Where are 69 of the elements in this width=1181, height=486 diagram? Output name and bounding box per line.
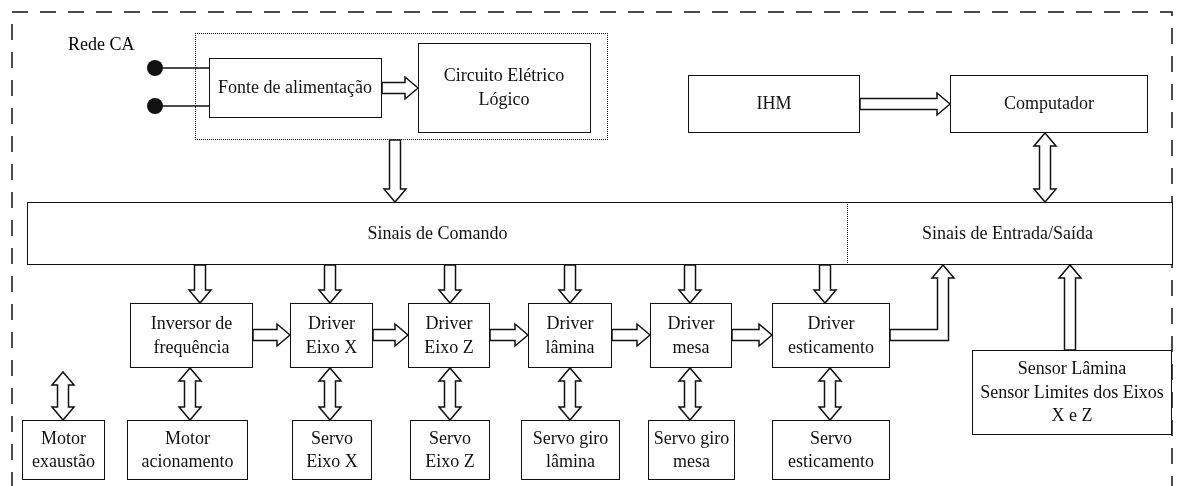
process-box: [688, 75, 860, 133]
process-box: [290, 303, 373, 368]
box-text: Motor exaustão: [31, 426, 96, 473]
group-box: [195, 33, 608, 140]
box-text: Driver mesa: [666, 312, 716, 359]
double-block-arrow: [177, 366, 203, 422]
process-box: [650, 303, 732, 368]
double-block-arrow: [817, 366, 843, 422]
block-arrow: [731, 322, 774, 348]
process-box: [127, 420, 248, 480]
process-box: [648, 420, 735, 480]
process-box: [521, 420, 620, 480]
process-box: [950, 75, 1148, 133]
box-text: Circuito Elétrico Lógico: [442, 64, 566, 111]
block-arrow: [437, 264, 463, 305]
block-arrow: [1057, 263, 1083, 351]
block-arrow: [187, 264, 213, 305]
block-arrow: [252, 322, 292, 348]
double-block-arrow: [317, 366, 343, 422]
box-text: Sinais de Entrada/Saída: [922, 221, 1093, 245]
terminal-dot: [147, 60, 163, 76]
process-box: [130, 303, 253, 368]
process-box: [410, 420, 490, 480]
box-text: Driver Eixo Z: [423, 312, 475, 359]
block-arrow: [382, 139, 408, 204]
box-text: Servo Eixo X: [305, 426, 359, 473]
block-arrow: [611, 322, 652, 348]
box-text: Servo esticamento: [787, 426, 875, 473]
box-text: Servo giro lâmina: [531, 426, 610, 473]
double-block-arrow: [437, 366, 463, 422]
process-box: [22, 420, 105, 480]
terminal-dot: [147, 98, 163, 114]
block-arrow: [812, 264, 838, 305]
process-box: [408, 303, 490, 368]
box-text: Driver esticamento: [787, 312, 875, 359]
process-box: [972, 350, 1172, 435]
process-box: [847, 202, 1173, 265]
box-text: Driver lâmina: [544, 312, 596, 359]
block-arrow: [381, 75, 420, 101]
box-text: Computador: [1004, 92, 1094, 116]
process-box: [292, 420, 372, 480]
process-box: [528, 303, 612, 368]
box-text: Inversor de frequência: [149, 312, 234, 359]
box-text: Motor acionamento: [140, 426, 235, 473]
block-arrow: [372, 322, 410, 348]
process-box: [208, 57, 382, 118]
box-text: Driver Eixo X: [304, 312, 359, 359]
process-box: [772, 303, 890, 368]
label-text: Rede CA: [68, 34, 135, 55]
double-block-arrow: [557, 366, 583, 422]
box-text: Fonte de alimentação: [218, 75, 372, 99]
double-block-arrow: [1032, 131, 1058, 204]
block-arrow: [889, 263, 956, 342]
block-arrow: [677, 264, 703, 305]
box-text: Sensor Limites dos Eixos X e Z: [979, 380, 1165, 428]
block-arrow: [859, 91, 952, 117]
double-block-arrow: [50, 370, 76, 422]
box-text: IHM: [756, 92, 792, 116]
box-text: Sinais de Comando: [367, 221, 508, 245]
block-arrow: [557, 264, 583, 305]
process-box: [417, 42, 591, 133]
box-text: Servo Eixo Z: [424, 426, 476, 473]
process-box: [772, 420, 890, 480]
process-box: [27, 202, 847, 265]
block-arrow: [317, 264, 343, 305]
double-block-arrow: [677, 366, 703, 422]
box-text: Servo giro mesa: [652, 426, 731, 473]
block-arrow: [489, 322, 530, 348]
box-text: Sensor Lâmina: [1017, 357, 1127, 381]
